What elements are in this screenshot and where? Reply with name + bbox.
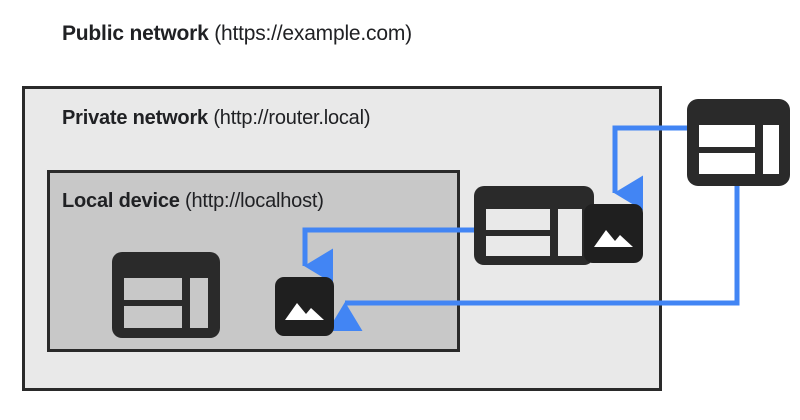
public-network-label: Public network (https://example.com) [62,22,412,46]
private-network-name: Private network [62,107,208,129]
private-network-url: (http://router.local) [213,107,371,129]
private-network-label: Private network (http://router.local) [62,107,370,130]
public-network-name: Public network [62,22,209,45]
browser-window-icon-private-network[interactable] [474,186,594,265]
local-device-name: Local device [62,190,180,212]
public-network-url: (https://example.com) [214,22,412,45]
image-icon-private-network[interactable] [584,204,643,263]
browser-window-icon-local-device[interactable] [112,252,220,338]
browser-window-icon-public-network[interactable] [687,99,790,186]
local-device-label: Local device (http://localhost) [62,190,324,213]
image-icon-local-device[interactable] [275,277,334,336]
local-device-url: (http://localhost) [185,190,324,212]
